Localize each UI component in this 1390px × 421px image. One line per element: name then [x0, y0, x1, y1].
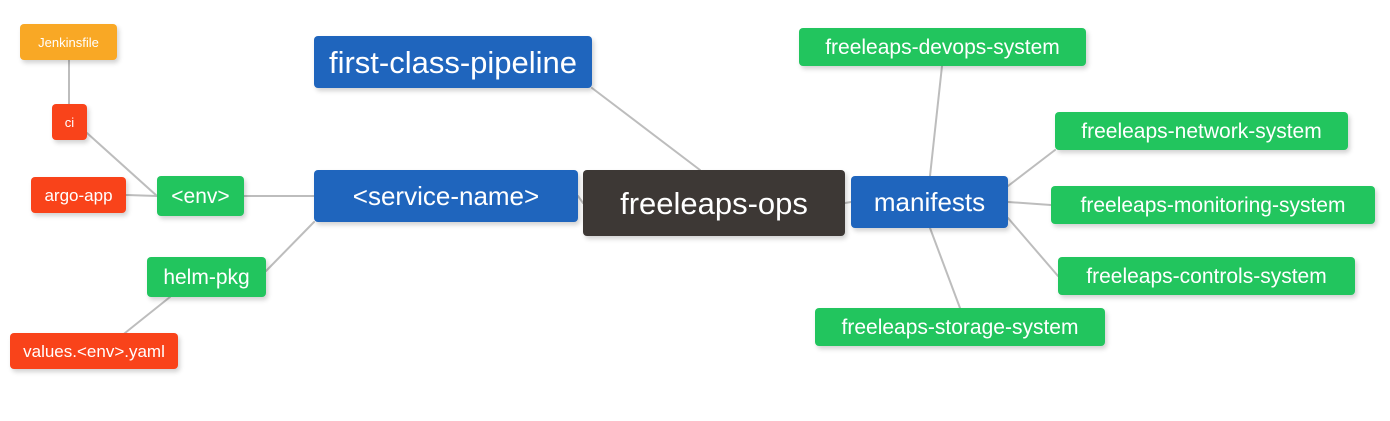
node-freeleaps-devops-system[interactable]: freeleaps-devops-system: [799, 28, 1086, 66]
edge-service-name-to-helm-pkg: [265, 221, 315, 272]
node-label: freeleaps-devops-system: [825, 35, 1060, 59]
node-freeleaps-storage-system[interactable]: freeleaps-storage-system: [815, 308, 1105, 346]
node-service-name[interactable]: <service-name>: [314, 170, 578, 222]
node-helm-pkg[interactable]: helm-pkg: [147, 257, 266, 297]
edge-manifests-to-freeleaps-devops-system: [929, 65, 943, 177]
node-argo-app[interactable]: argo-app: [31, 177, 126, 213]
node-label: values.<env>.yaml: [23, 341, 165, 361]
edge-helm-pkg-to-values-env-yaml: [119, 296, 171, 338]
node-values-env-yaml[interactable]: values.<env>.yaml: [10, 333, 178, 369]
node-label: freeleaps-network-system: [1081, 119, 1322, 143]
node-label: <env>: [171, 184, 230, 208]
node-label: freeleaps-storage-system: [841, 315, 1079, 339]
node-label: argo-app: [44, 185, 113, 205]
node-label: <service-name>: [352, 181, 540, 211]
node-label: ci: [64, 114, 75, 130]
node-label: helm-pkg: [163, 265, 250, 289]
node-freeleaps-ops[interactable]: freeleaps-ops: [583, 170, 845, 236]
edge-manifests-to-freeleaps-network-system: [1007, 149, 1056, 187]
node-manifests[interactable]: manifests: [851, 176, 1008, 228]
node-label: Jenkinsfile: [38, 34, 99, 50]
edge-argo-app-to-env: [125, 194, 158, 197]
edge-first-class-pipeline-to-freeleaps-ops: [591, 87, 701, 171]
edge-manifests-to-freeleaps-monitoring-system: [1007, 201, 1052, 206]
node-label: freeleaps-ops: [620, 185, 808, 221]
node-env[interactable]: <env>: [157, 176, 244, 216]
node-freeleaps-monitoring-system[interactable]: freeleaps-monitoring-system: [1051, 186, 1375, 224]
node-label: first-class-pipeline: [328, 44, 578, 80]
node-ci[interactable]: ci: [52, 104, 87, 140]
node-label: manifests: [873, 187, 986, 217]
edge-manifests-to-freeleaps-storage-system: [929, 227, 961, 309]
node-first-class-pipeline[interactable]: first-class-pipeline: [314, 36, 592, 88]
node-label: freeleaps-controls-system: [1086, 264, 1327, 288]
node-label: freeleaps-monitoring-system: [1080, 193, 1346, 217]
node-jenkinsfile[interactable]: Jenkinsfile: [20, 24, 117, 60]
node-freeleaps-controls-system[interactable]: freeleaps-controls-system: [1058, 257, 1355, 295]
node-freeleaps-network-system[interactable]: freeleaps-network-system: [1055, 112, 1348, 150]
edge-manifests-to-freeleaps-controls-system: [1007, 217, 1059, 277]
